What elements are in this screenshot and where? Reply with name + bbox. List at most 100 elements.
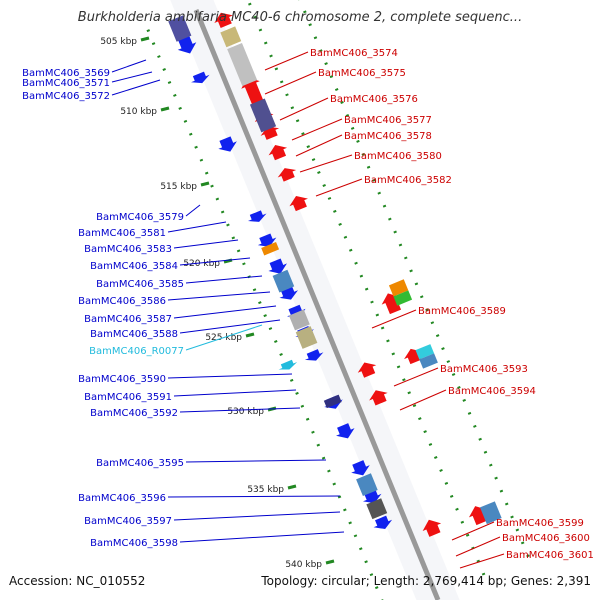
scale-tick-mark xyxy=(245,332,255,338)
gene-label: BamMC406_3595 xyxy=(96,458,184,469)
gene-label: BamMC406_3594 xyxy=(448,386,536,397)
gene-label: BamMC406_3586 xyxy=(78,296,166,307)
gene-label-leader xyxy=(315,178,363,197)
gene-label-leader xyxy=(111,71,153,83)
gene-label-leader xyxy=(371,309,417,329)
gene-label: BamMC406_3591 xyxy=(84,392,172,403)
gene-label: BamMC406_3575 xyxy=(318,68,406,79)
gene-label-leader xyxy=(451,521,495,541)
reverse-gene-arrow xyxy=(422,519,442,537)
forward-gene-arrow xyxy=(373,515,393,530)
gene-label-leader xyxy=(185,459,327,463)
gene-label: BamMC406_3584 xyxy=(90,261,178,272)
gene-label-leader xyxy=(299,154,353,173)
reverse-gene-arrow xyxy=(214,12,233,28)
forward-gene-arrow xyxy=(257,233,277,247)
scale-tick-mark xyxy=(140,36,150,42)
gene-label: BamMC406_3571 xyxy=(22,78,110,89)
gene-label-leader xyxy=(185,275,263,284)
gene-label: BamMC406_3593 xyxy=(440,364,528,375)
gene-label: BamMC406_3598 xyxy=(90,538,178,549)
gene-label-leader xyxy=(179,257,251,266)
gene-label-leader xyxy=(291,118,343,141)
gene-label: BamMC406_3601 xyxy=(506,550,594,561)
gene-box xyxy=(272,269,295,293)
reverse-gene-arrow xyxy=(241,77,265,108)
gene-label-leader xyxy=(455,536,501,557)
scale-tick-mark xyxy=(287,484,297,490)
gene-box xyxy=(261,241,280,256)
map-decoration xyxy=(146,0,532,604)
forward-gene-arrow xyxy=(191,71,210,84)
gene-label: BamMC406_3592 xyxy=(90,408,178,419)
scale-tick-label: 505 kbp xyxy=(100,37,137,47)
gene-box xyxy=(168,15,192,42)
gene-label-leader xyxy=(111,59,147,73)
gene-label: BamMC406_3589 xyxy=(418,306,506,317)
reverse-gene-arrow xyxy=(289,195,308,212)
gene-label-leader xyxy=(264,51,309,71)
gene-box xyxy=(419,353,438,369)
gene-label-leader xyxy=(179,407,301,413)
gene-label: BamMC406_3580 xyxy=(354,151,442,162)
forward-gene-arrow xyxy=(247,210,267,222)
gene-box xyxy=(288,309,310,331)
forward-gene-arrow xyxy=(218,136,237,152)
gene-label: BamMC406_3599 xyxy=(496,518,584,529)
gene-box xyxy=(388,279,409,297)
gene-label: BamMC406_3590 xyxy=(78,374,166,385)
accession-text: Accession: NC_010552 xyxy=(9,574,146,588)
scale-tick-label: 515 kbp xyxy=(160,182,197,192)
gene-box xyxy=(393,290,413,306)
gene-box xyxy=(366,498,388,520)
gene-label-leader xyxy=(167,495,341,498)
reverse-gene-arrow xyxy=(268,145,288,161)
reverse-gene-arrow xyxy=(277,168,297,182)
gene-label: BamMC406_3583 xyxy=(84,244,172,255)
reverse-gene-arrow xyxy=(357,362,377,378)
gene-label: BamMC406_3596 xyxy=(78,493,166,504)
gene-label: BamMC406_3585 xyxy=(96,279,184,290)
scale-tick-mark xyxy=(160,106,170,112)
gene-label: BamMC406_3576 xyxy=(330,94,418,105)
gene-box xyxy=(480,501,502,525)
gene-box xyxy=(227,43,258,87)
scale-tick-label: 510 kbp xyxy=(120,107,157,117)
gene-label-leader xyxy=(179,319,281,334)
gene-label: BamMC406_3582 xyxy=(364,175,452,186)
gene-label-leader xyxy=(173,389,297,397)
forward-gene-arrow xyxy=(304,349,324,361)
gene-label: BamMC406_3581 xyxy=(78,228,166,239)
reverse-gene-arrow xyxy=(369,390,388,406)
gene-label: BamMC406_3569 xyxy=(22,68,110,79)
scale-tick-mark xyxy=(200,181,210,187)
gene-label: BamMC406_3572 xyxy=(22,91,110,102)
gene-label-leader xyxy=(167,221,227,233)
gene-label: BamMC406_3579 xyxy=(96,212,184,223)
gene-label-leader xyxy=(393,367,439,387)
gene-label: BamMC406_3588 xyxy=(90,329,178,340)
gene-box xyxy=(220,26,242,48)
gene-box xyxy=(323,394,342,409)
gene-label-leader xyxy=(399,389,447,411)
gene-labels: BamMC406_3569BamMC406_3571BamMC406_3572B… xyxy=(22,48,594,569)
map-title: Burkholderia ambifaria MC40-6 chromosome… xyxy=(77,10,523,25)
gene-label-leader xyxy=(111,79,161,96)
gene-label-leader xyxy=(185,324,263,351)
gene-label-leader xyxy=(185,204,201,217)
scale-tick-label: 530 kbp xyxy=(227,407,264,417)
gene-label-leader xyxy=(173,511,341,521)
scale-tick-label: 535 kbp xyxy=(247,485,284,495)
gene-label: BamMC406_3587 xyxy=(84,314,172,325)
gene-box xyxy=(415,344,435,360)
gene-box xyxy=(249,98,277,133)
gene-label-leader xyxy=(179,531,345,543)
scale-tick-mark xyxy=(325,559,335,565)
gene-box xyxy=(295,326,318,349)
gene-label: BamMC406_3574 xyxy=(310,48,398,59)
gene-label-leader xyxy=(173,305,277,319)
gene-label-leader xyxy=(295,134,343,157)
backbone-line xyxy=(193,9,441,601)
